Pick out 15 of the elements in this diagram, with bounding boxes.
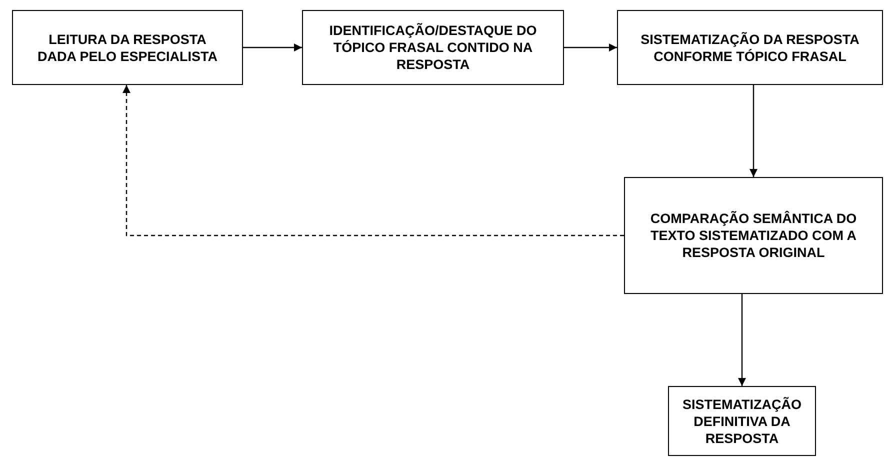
- process-box: [617, 10, 883, 85]
- arrow: [750, 85, 758, 177]
- box-label: LEITURA DA RESPOSTA DADA PELO ESPECIALISTA: [36, 30, 218, 64]
- box-label: IDENTIFICAÇÃO/DESTAQUE DO TÓPICO FRASAL CONTIDO NA RESPOSTA: [328, 22, 538, 73]
- arrow: [738, 294, 746, 386]
- arrow: [564, 44, 617, 52]
- box-label: SISTEMATIZAÇÃO DEFINITIVA DA RESPOSTA: [682, 396, 802, 446]
- process-box: [624, 177, 883, 294]
- arrow: [243, 44, 302, 52]
- dashed-arrow: [122, 85, 624, 236]
- process-box: [12, 10, 243, 85]
- box-label: COMPARAÇÃO SEMÂNTICA DO TEXTO SISTEMATIZADO COM A RESPOSTA ORIGINAL: [649, 210, 858, 261]
- process-box: [302, 10, 564, 85]
- process-box: [668, 386, 816, 456]
- box-label: SISTEMATIZAÇÃO DA RESPOSTA CONFORME TÓPICO FRASAL: [640, 30, 860, 64]
